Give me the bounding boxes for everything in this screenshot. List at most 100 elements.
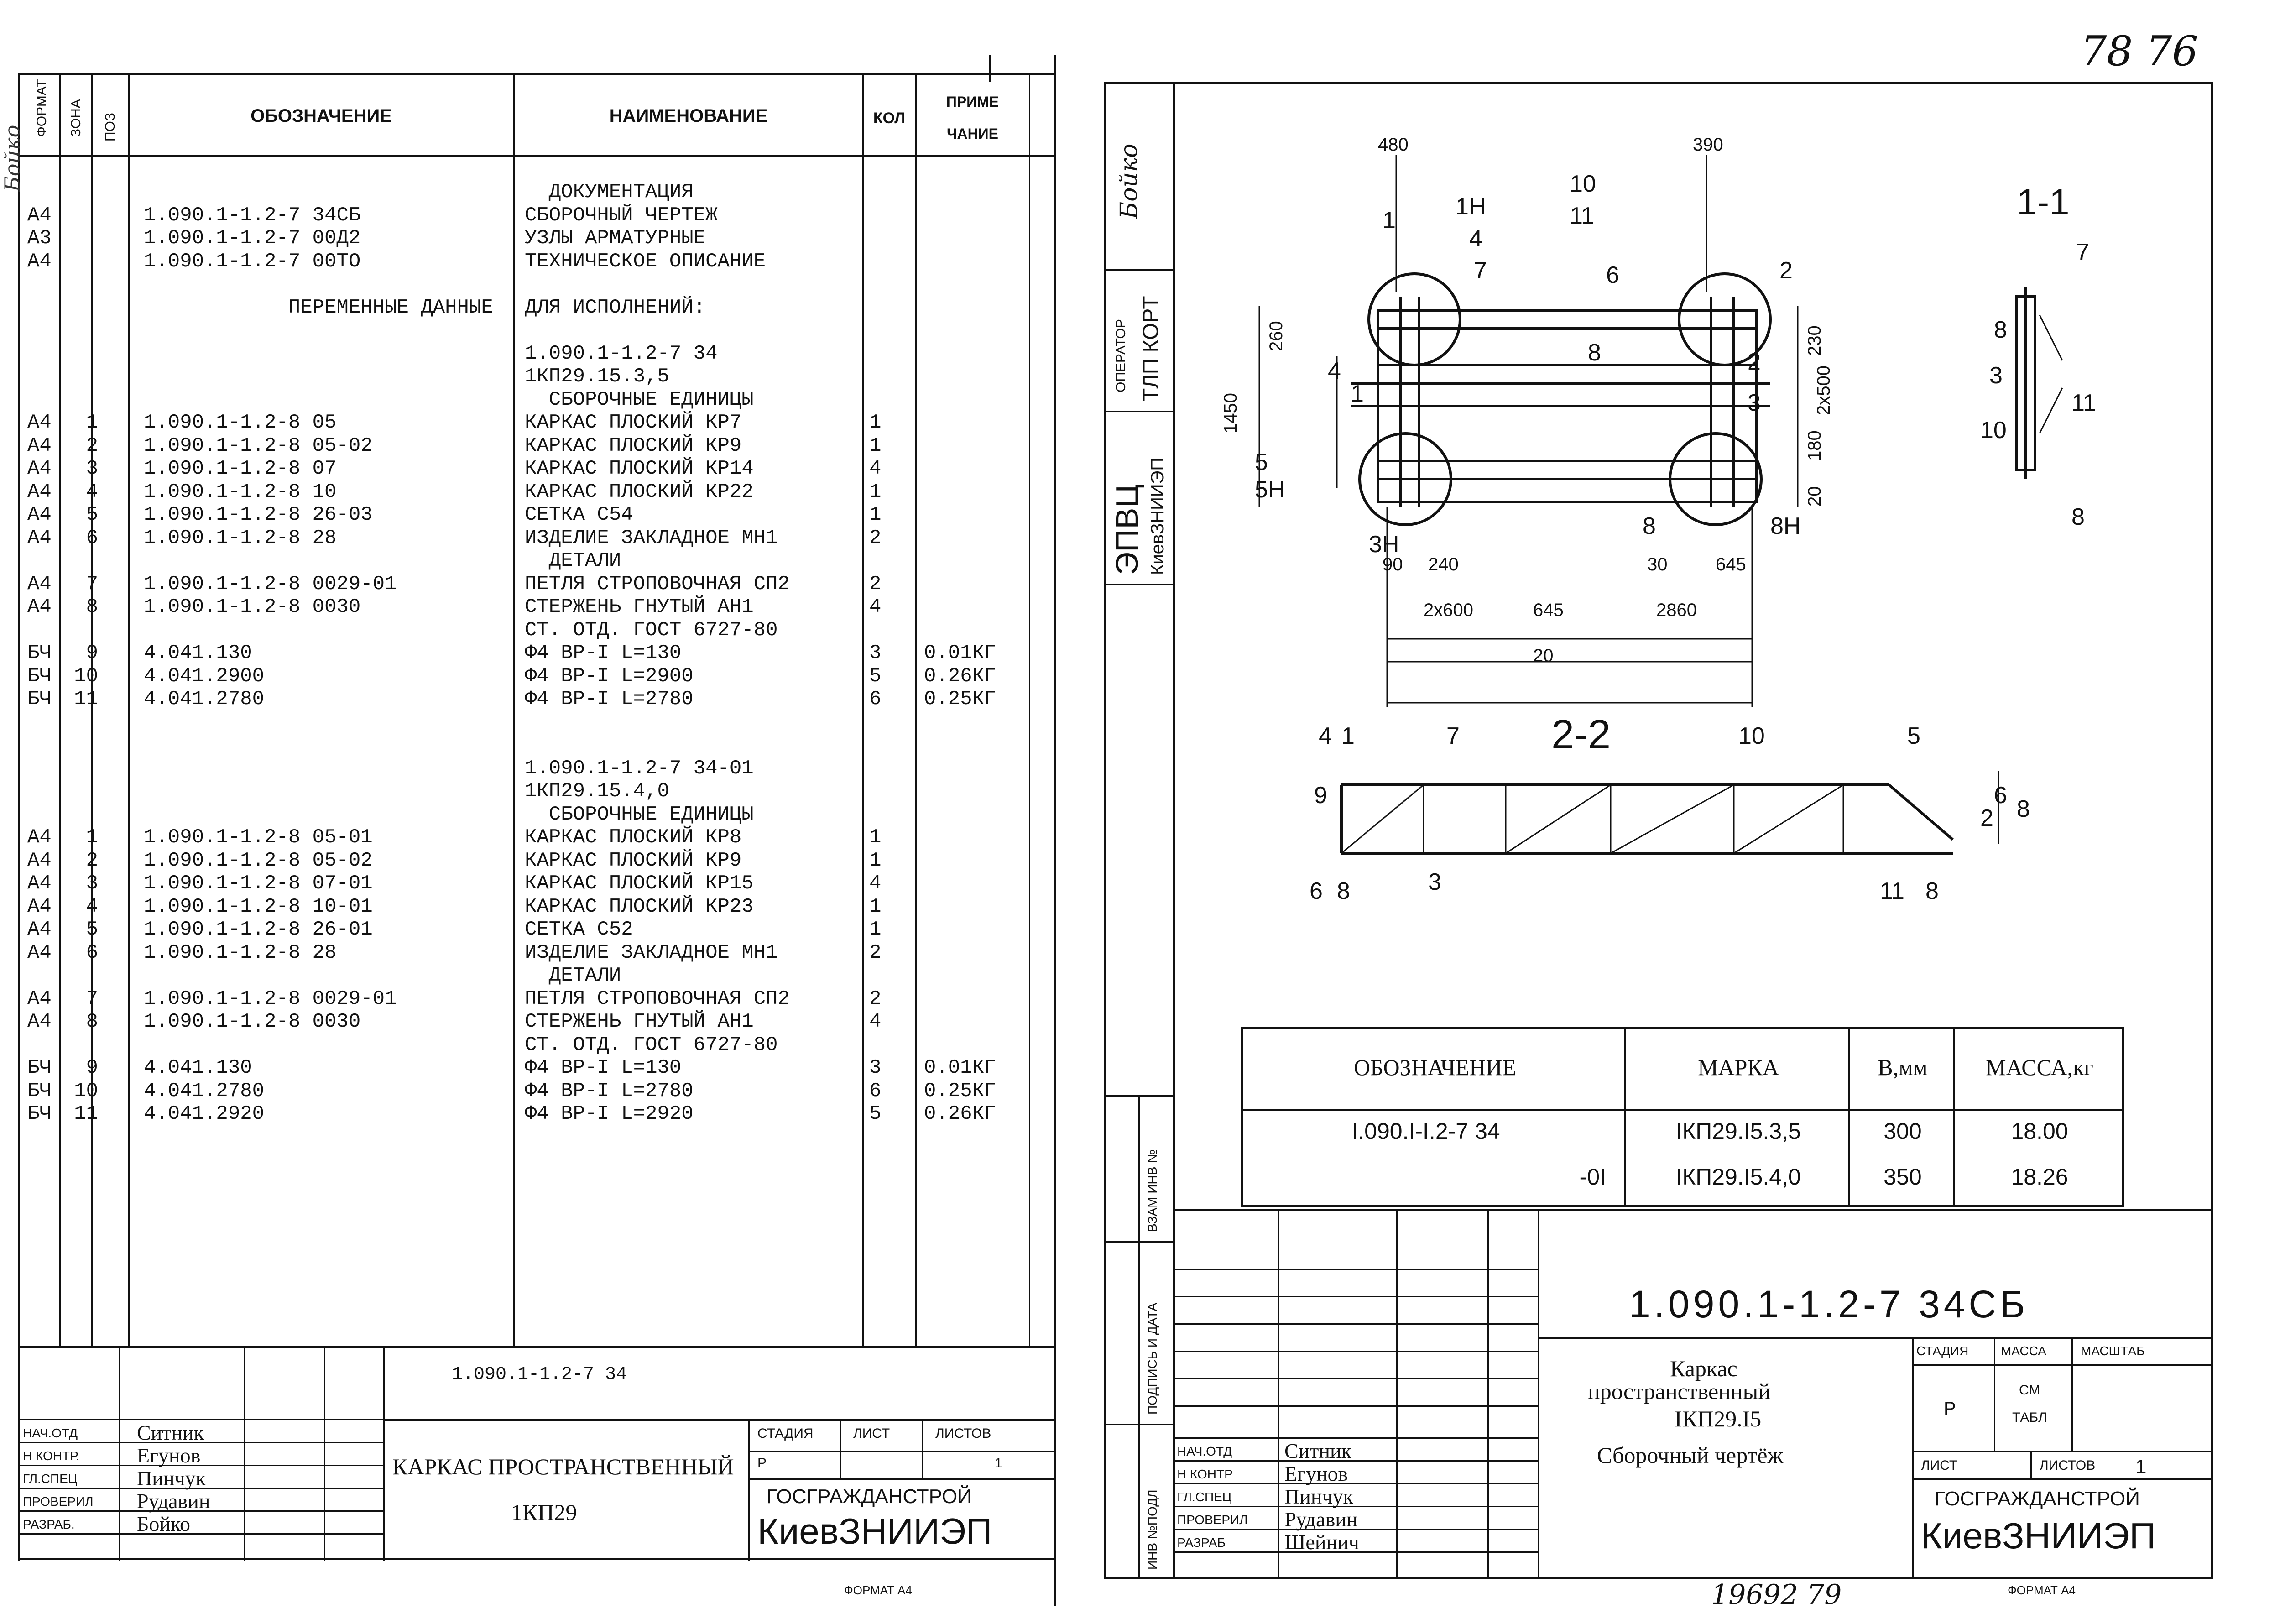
right-format-note: ФОРМАТ А4	[2008, 1583, 2076, 1597]
spec-name: Ф4 ВР-I L=130	[525, 1056, 682, 1079]
spec-qty: 1	[869, 480, 882, 503]
spec-name: КАРКАС ПЛОСКИЙ КР22	[525, 480, 754, 503]
spec-pos: 9	[86, 1056, 98, 1079]
spec-qty: 1	[869, 826, 882, 849]
right-org-line2: КиевЗНИИЭП	[1921, 1515, 2156, 1556]
spec-format: А4	[27, 895, 52, 918]
role-label: ГЛ.СПЕЦ	[23, 1472, 78, 1486]
variants-cell: I.090.I-I.2-7 34	[1351, 1118, 1500, 1144]
spec-name: СТЕРЖЕНЬ ГНУТЫЙ АН1	[525, 1010, 754, 1033]
section-2-mark: 5	[1907, 723, 1920, 749]
spec-designation: 4.041.2780	[144, 1079, 265, 1102]
plan-mark: 8	[1588, 339, 1601, 366]
variants-header: ОБОЗНАЧЕНИЕ	[1353, 1055, 1517, 1080]
spec-name: ТЕХНИЧЕСКОЕ ОПИСАНИЕ	[525, 250, 766, 273]
section-2-title: 2-2	[1551, 712, 1611, 757]
spec-format: А4	[27, 457, 52, 480]
plan-dimension: 1450	[1221, 393, 1241, 433]
spec-qty: 2	[869, 572, 882, 595]
header-pos: ПОЗ	[103, 112, 118, 141]
variants-cell: 350	[1883, 1164, 1922, 1190]
section-1-view	[2015, 287, 2063, 479]
spec-name: СЕТКА С54	[525, 503, 633, 526]
spec-name: Ф4 ВР-I L=2780	[525, 1079, 694, 1102]
plan-mark: 3Н	[1369, 531, 1399, 558]
spec-qty: 4	[869, 595, 882, 618]
right-title-line2: пространственный	[1588, 1379, 1771, 1404]
spec-designation: ПЕРЕМЕННЫЕ ДАННЫЕ	[144, 296, 493, 319]
left-sheet-label: ЛИСТ	[853, 1426, 890, 1441]
spec-format: БЧ	[27, 1056, 52, 1079]
spec-pos: 7	[86, 987, 98, 1010]
plan-dimension: 90	[1383, 554, 1403, 574]
spec-format: А4	[27, 826, 52, 849]
spec-name: КАРКАС ПЛОСКИЙ КР8	[525, 826, 742, 849]
role-label: РАЗРАБ.	[23, 1517, 75, 1531]
spec-designation: 1.090.1-1.2-8 28	[144, 526, 337, 549]
spec-name: КАРКАС ПЛОСКИЙ КР15	[525, 872, 754, 895]
spec-format: А4	[27, 1010, 52, 1033]
spec-qty: 2	[869, 941, 882, 964]
side-podpis: ПОДПИСЬ И ДАТА	[1145, 1302, 1159, 1415]
spec-designation: 1.090.1-1.2-8 05-02	[144, 434, 373, 457]
spec-designation: 1.090.1-1.2-8 10-01	[144, 895, 373, 918]
spec-name: ИЗДЕЛИЕ ЗАКЛАДНОЕ МН1	[525, 526, 778, 549]
right-title-line3: IКП29.I5	[1675, 1406, 1762, 1431]
side-org: КиевЗНИИЭП	[1148, 457, 1168, 575]
plan-mark: 1Н	[1456, 193, 1486, 220]
spec-name: ДЛЯ ИСПОЛНЕНИЙ:	[525, 296, 706, 319]
spec-pos: 10	[74, 664, 98, 688]
spec-format: А4	[27, 204, 52, 227]
plan-dimension: 2x600	[1424, 600, 1473, 620]
spec-designation: 1.090.1-1.2-8 0030	[144, 1010, 361, 1033]
right-stage-value: Р	[1944, 1399, 1956, 1419]
section-2-mark: 1	[1341, 723, 1355, 749]
signer-name: Ситник	[1284, 1439, 1351, 1462]
left-stage-label: СТАДИЯ	[757, 1426, 814, 1441]
spec-format: БЧ	[27, 1102, 52, 1125]
spec-pos: 6	[86, 526, 98, 549]
spec-format: А4	[27, 434, 52, 457]
spec-qty: 1	[869, 503, 882, 526]
variants-cell: IКП29.I5.3,5	[1676, 1118, 1801, 1144]
spec-pos: 2	[86, 849, 98, 872]
spec-name: СБОРОЧНЫЕ ЕДИНИЦЫ	[525, 388, 754, 411]
plan-mark: 6	[1606, 262, 1619, 288]
spec-format: А4	[27, 918, 52, 941]
spec-designation: 1.090.1-1.2-8 0030	[144, 595, 361, 618]
spec-name: ИЗДЕЛИЕ ЗАКЛАДНОЕ МН1	[525, 941, 778, 964]
spec-name: СТЕРЖЕНЬ ГНУТЫЙ АН1	[525, 595, 754, 618]
role-label: ПРОВЕРИЛ	[23, 1494, 94, 1509]
plan-mark: 5Н	[1255, 476, 1285, 503]
spec-pos: 11	[74, 1102, 98, 1125]
header-qty: КОЛ	[873, 110, 906, 127]
spec-name: 1.090.1-1.2-7 34	[525, 342, 718, 365]
section-2-mark: 8	[2017, 796, 2030, 822]
header-note-2: ЧАНИЕ	[946, 125, 999, 142]
spec-note: 0.26КГ	[924, 1102, 997, 1125]
side-inv: ИНВ №ПОДЛ	[1145, 1489, 1159, 1570]
spec-name: ДОКУМЕНТАЦИЯ	[525, 181, 694, 204]
spec-name: СЕТКА С52	[525, 918, 633, 941]
section-1-mark: 11	[2071, 390, 2096, 416]
spec-name: Ф4 ВР-I L=2920	[525, 1102, 694, 1125]
spec-name: КАРКАС ПЛОСКИЙ КР23	[525, 895, 754, 918]
spec-name: КАРКАС ПЛОСКИЙ КР7	[525, 411, 742, 434]
spec-designation: 1.090.1-1.2-8 26-03	[144, 503, 373, 526]
spec-designation: 1.090.1-1.2-8 05	[144, 411, 337, 434]
role-label: РАЗРАБ	[1177, 1535, 1226, 1550]
spec-pos: 6	[86, 941, 98, 964]
spec-name: СБОРОЧНЫЙ ЧЕРТЕЖ	[525, 204, 718, 227]
spec-pos: 9	[86, 642, 98, 664]
spec-name: Ф4 ВР-I L=2780	[525, 688, 694, 710]
spec-qty: 4	[869, 872, 882, 895]
side-vzam: ВЗАМ ИНВ №	[1145, 1149, 1159, 1232]
spec-name: ПЕТЛЯ СТРОПОВОЧНАЯ СП2	[525, 987, 790, 1010]
spec-note: 0.25КГ	[924, 1079, 997, 1102]
variants-cell: 300	[1883, 1118, 1922, 1144]
signer-name: Рудавин	[137, 1489, 210, 1513]
spec-designation: 1.090.1-1.2-8 26-01	[144, 918, 373, 941]
spec-designation: 1.090.1-1.2-8 05-02	[144, 849, 373, 872]
spec-pos: 3	[86, 457, 98, 480]
signer-name: Пинчук	[137, 1467, 206, 1490]
